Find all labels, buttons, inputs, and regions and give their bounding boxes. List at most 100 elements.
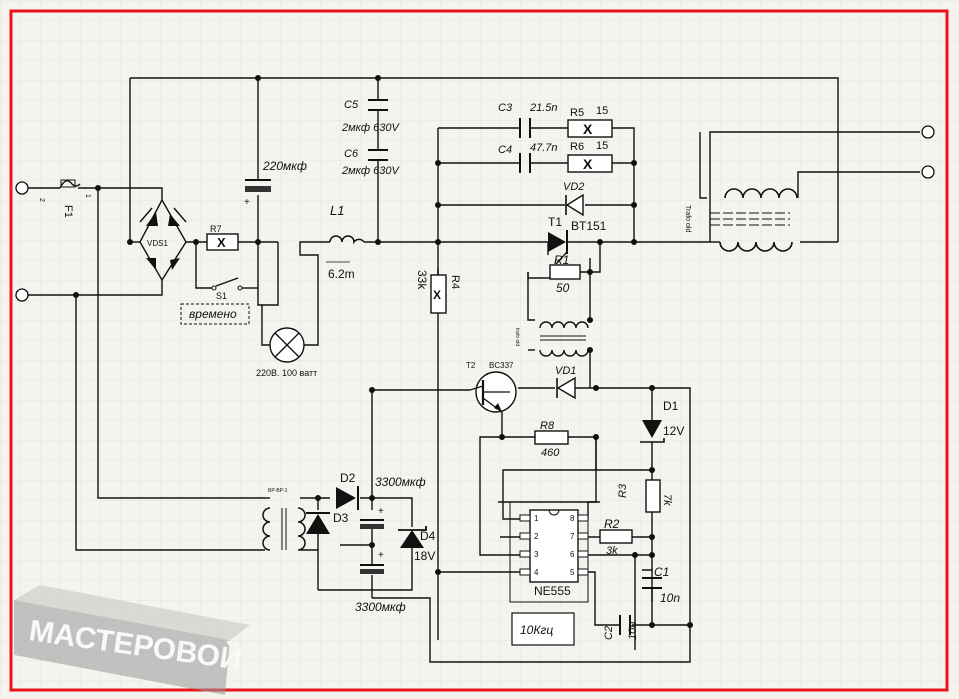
- capacitor-c3: [519, 118, 531, 138]
- fuse-pin2-label: 2: [38, 198, 45, 202]
- r1-label: R1: [554, 253, 569, 267]
- inductor-l1: [329, 235, 365, 245]
- resistor-r2: [599, 529, 633, 544]
- cap-upper-label: 3300мкф: [375, 475, 426, 489]
- t1-label: T1: [548, 215, 562, 229]
- diode-d2: [336, 486, 359, 510]
- r8-value: 460: [541, 447, 560, 459]
- d1-value: 12V: [663, 424, 684, 438]
- c4-label: C4: [498, 144, 512, 156]
- svg-text:+: +: [378, 506, 384, 517]
- frequency-box: [511, 612, 575, 646]
- transistor-t2: [469, 371, 517, 413]
- zener-d4: [398, 526, 427, 548]
- r7-label: R7: [210, 224, 222, 234]
- gate-transformer: [539, 321, 589, 357]
- l1-label: L1: [330, 203, 344, 218]
- r8-label: R8: [540, 420, 555, 432]
- diode-vd2: [565, 193, 584, 217]
- fuse-pin1-label: 1: [84, 194, 91, 198]
- svg-text:X: X: [433, 288, 441, 302]
- pin2-label: 2: [534, 532, 539, 541]
- capacitor-c5: [368, 99, 388, 111]
- r4-value: 33k: [415, 270, 429, 290]
- input-terminal-1: [15, 181, 29, 195]
- trafo-right-label: Trafo old: [684, 205, 691, 232]
- pin8-label: 8: [570, 514, 575, 523]
- resistor-r4: [430, 274, 447, 314]
- r1-value: 50: [556, 281, 570, 295]
- d4-label: D4: [420, 529, 436, 543]
- r4-label: R4: [449, 275, 461, 289]
- svg-text:+: +: [378, 550, 384, 561]
- output-terminal-2: [921, 165, 935, 179]
- resistor-r8: [534, 430, 569, 445]
- resistor-r5: [567, 119, 613, 138]
- l1-value: 6.2m: [328, 267, 355, 281]
- svg-text:+: +: [244, 197, 250, 208]
- c1-value: 10n: [660, 591, 680, 605]
- diode-vd1: [556, 376, 576, 400]
- red-frame: [9, 9, 949, 692]
- pin5-label: 5: [570, 568, 575, 577]
- c1-label: C1: [654, 565, 669, 579]
- thyristor-t1: [548, 230, 568, 265]
- input-terminal-2: [15, 288, 29, 302]
- t2-label: T2: [466, 361, 476, 370]
- trafo-left-label: ВР-ВР-1: [268, 488, 288, 494]
- d1-label: D1: [663, 399, 679, 413]
- svg-text:X: X: [583, 121, 593, 137]
- r2-value: 3k: [606, 545, 618, 557]
- zener-d1: [640, 420, 665, 443]
- c2-label: C2: [603, 626, 615, 640]
- c3-value: 21.5n: [529, 102, 558, 114]
- cap-lower-label: 3300мкф: [355, 600, 406, 614]
- r5-value: 15: [596, 105, 608, 117]
- c3-label: C3: [498, 102, 513, 114]
- s1-label: S1: [216, 291, 227, 301]
- output-terminal-1: [921, 125, 935, 139]
- vd1-label: VD1: [555, 365, 576, 377]
- pin1-label: 1: [534, 514, 539, 523]
- note-box: [180, 303, 250, 325]
- lamp: [269, 327, 305, 363]
- pin7-label: 7: [570, 532, 575, 541]
- c6-label: C6: [344, 148, 359, 160]
- resistor-r6: [567, 154, 613, 173]
- pin4-label: 4: [534, 568, 539, 577]
- capacitor-c4: [519, 153, 531, 173]
- r6-value: 15: [596, 140, 608, 152]
- capacitor-3300uf-upper: [360, 519, 384, 529]
- t2-part: BC337: [489, 361, 514, 370]
- svg-text:X: X: [217, 235, 226, 250]
- d2-label: D2: [340, 471, 356, 485]
- d3-label: D3: [333, 511, 349, 525]
- d4-value: 18V: [414, 549, 435, 563]
- resistor-r7: [206, 233, 239, 251]
- note-vremeno: времено: [189, 307, 237, 321]
- junction-dots: [73, 75, 693, 628]
- ic-ne555: [519, 509, 589, 583]
- capacitor-3300uf-lower: [360, 564, 384, 574]
- capacitor-c2: [619, 615, 631, 635]
- bridge-label: VDS1: [147, 239, 168, 248]
- c4-value: 47.7n: [530, 142, 558, 154]
- diode-d3: [306, 512, 330, 534]
- ic-outline: [509, 501, 589, 603]
- fuse-f1: [59, 179, 81, 189]
- ne555-label: NE555: [534, 584, 571, 598]
- r3-label: R3: [617, 483, 629, 498]
- c2-value: 10n: [627, 622, 639, 640]
- switch-s1: [211, 277, 243, 291]
- c6-value: 2мкф 630V: [341, 165, 400, 177]
- pin3-label: 3: [534, 550, 539, 559]
- supply-transformer: [262, 507, 306, 551]
- small-trafo-label: trafo old: [514, 328, 520, 346]
- r6-label: R6: [570, 141, 584, 153]
- output-transformer: [710, 188, 798, 252]
- resistor-r1: [549, 264, 581, 280]
- r5-label: R5: [570, 107, 584, 119]
- svg-text:X: X: [583, 156, 593, 172]
- c5-label: C5: [344, 99, 359, 111]
